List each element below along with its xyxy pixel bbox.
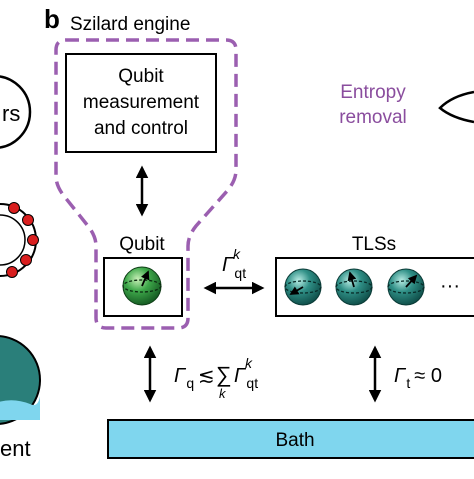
left-dot bbox=[8, 202, 20, 214]
left-bottom-wave bbox=[0, 396, 40, 420]
qubit-label: Qubit bbox=[119, 234, 165, 255]
left-top-text: rs bbox=[2, 101, 20, 126]
panel-label: b bbox=[44, 4, 60, 34]
coupling-rate-superscript: k bbox=[233, 246, 241, 262]
control-line-3: and control bbox=[94, 118, 188, 139]
szilard-dashed-outline bbox=[54, 38, 238, 330]
tls-sphere-icon bbox=[335, 268, 373, 306]
sum-symbol: ∑ bbox=[216, 362, 232, 387]
entropy-line-1: Entropy bbox=[340, 82, 406, 103]
tls-sphere-icon bbox=[284, 268, 322, 306]
tls-bath-rate-label: Γt≈ 0 bbox=[394, 365, 442, 391]
bath-bar bbox=[107, 419, 474, 459]
entropy-funnel-icon bbox=[438, 90, 474, 124]
szilard-title: Szilard engine bbox=[70, 14, 190, 35]
qubit-bloch-sphere-icon bbox=[122, 266, 162, 306]
left-dot bbox=[22, 214, 34, 226]
control-line-2: measurement bbox=[83, 92, 200, 113]
coupling-rate-label: Γqt bbox=[222, 254, 246, 281]
gamma-qt-symbol: Γqt bbox=[234, 365, 258, 391]
left-dot bbox=[27, 234, 39, 246]
gamma-qt-superscript: k bbox=[245, 355, 253, 371]
bath-label: Bath bbox=[275, 430, 314, 451]
qubit-bath-rate-label: Γq ≲ ∑ k Γqt k bbox=[174, 355, 258, 401]
tls-sphere-icon bbox=[387, 268, 425, 306]
gamma-q-symbol: Γq bbox=[174, 365, 194, 391]
left-partial-panel: rs ent bbox=[0, 75, 41, 461]
sum-index: k bbox=[219, 386, 227, 401]
left-dot bbox=[6, 266, 18, 278]
left-dot bbox=[20, 254, 32, 266]
left-bottom-text: ent bbox=[0, 436, 31, 461]
control-line-1: Qubit bbox=[118, 66, 164, 87]
tls-label: TLSs bbox=[352, 234, 396, 255]
entropy-line-2: removal bbox=[339, 107, 407, 128]
control-box bbox=[65, 53, 217, 153]
left-middle-ring-inner bbox=[0, 214, 26, 266]
tls-ellipsis: ··· bbox=[440, 275, 460, 297]
relation-symbol: ≲ bbox=[198, 365, 215, 387]
left-top-circle bbox=[0, 75, 32, 149]
